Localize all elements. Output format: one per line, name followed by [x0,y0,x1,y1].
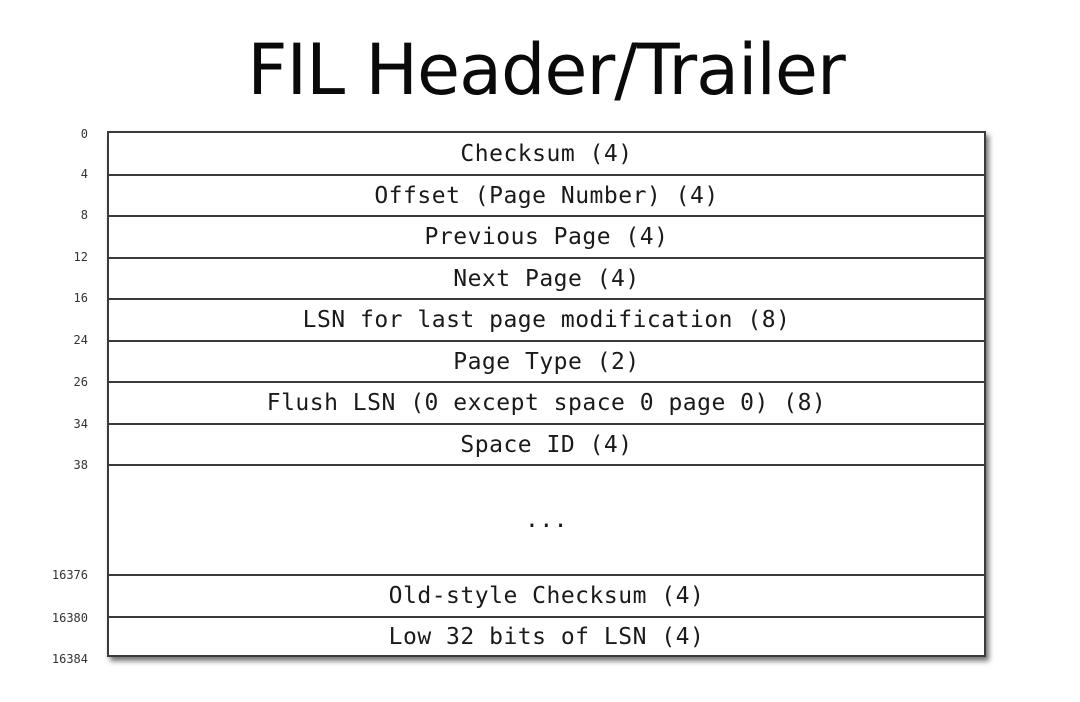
field-row-lsn: LSN for last page modification (8) [109,300,984,342]
field-label: Low 32 bits of LSN (4) [388,623,705,650]
offset-label: 16384 [51,652,88,666]
offset-label: 16 [73,291,88,305]
field-label: Next Page (4) [453,265,640,292]
field-row-page-type: Page Type (2) [109,342,984,383]
field-row-old-style-checksum: Old-style Checksum (4) [109,576,984,618]
field-row-checksum: Checksum (4) [109,133,984,176]
field-row-low-32-bits-lsn: Low 32 bits of LSN (4) [109,618,984,655]
field-row-next-page: Next Page (4) [109,259,984,300]
field-row-previous-page: Previous Page (4) [109,217,984,259]
field-label: LSN for last page modification (8) [302,307,791,333]
offset-label: 12 [73,250,88,264]
offset-label: 16380 [51,611,88,625]
field-label: Flush LSN (0 except space 0 page 0) (8) [266,390,827,416]
field-label: Page Type (2) [453,348,640,375]
ellipsis-label: ... [524,507,569,533]
field-label: Previous Page (4) [424,224,669,250]
offset-label: 4 [80,167,88,181]
field-row-flush-lsn: Flush LSN (0 except space 0 page 0) (8) [109,383,984,425]
offset-label: 34 [73,417,88,431]
page-layout-table: Checksum (4) Offset (Page Number) (4) Pr… [107,131,986,657]
field-row-ellipsis: ... [109,466,984,576]
diagram-title: FIL Header/Trailer [247,29,846,111]
field-label: Offset (Page Number) (4) [374,182,719,209]
offset-label: 26 [73,375,88,389]
field-label: Space ID (4) [460,431,633,458]
offset-label: 24 [73,333,88,347]
field-label: Checksum (4) [460,140,633,167]
field-row-space-id: Space ID (4) [109,425,984,466]
field-row-offset: Offset (Page Number) (4) [109,176,984,217]
offset-label: 8 [80,208,88,222]
offset-label: 0 [80,127,88,141]
offset-label: 16376 [51,568,88,582]
offset-label: 38 [73,458,88,472]
field-label: Old-style Checksum (4) [388,583,705,609]
